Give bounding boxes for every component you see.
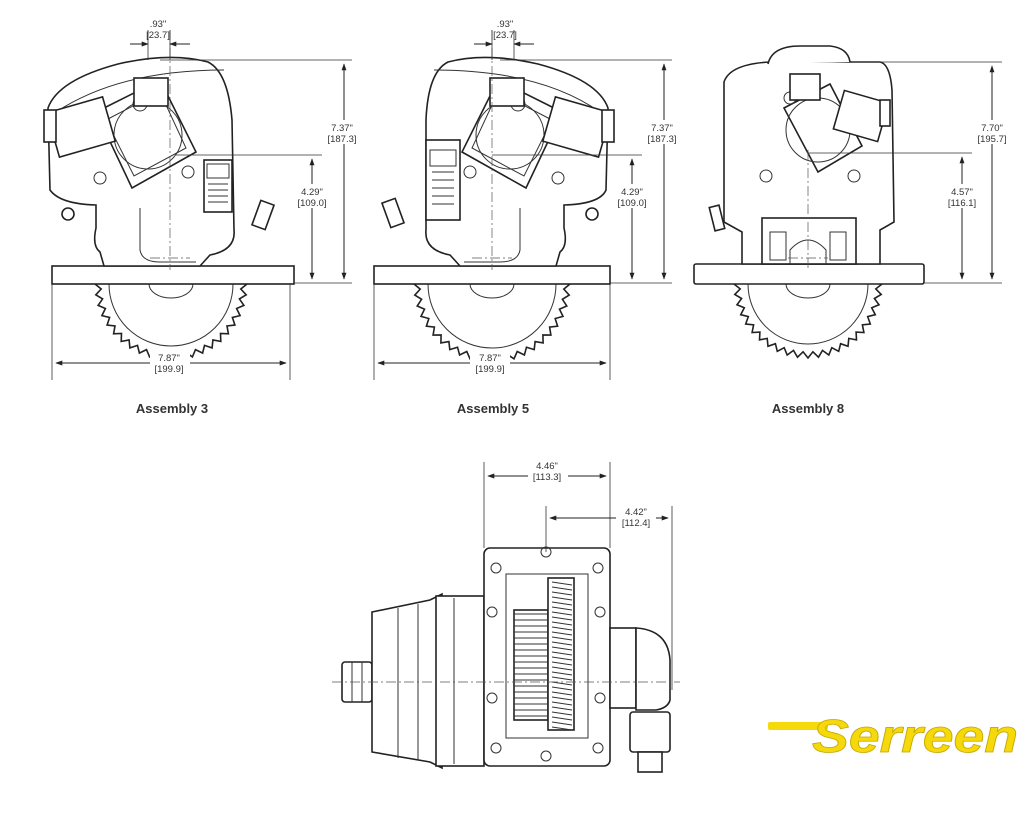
a5-total-height-mm: [187.3] (647, 134, 676, 145)
assembly-3-view: .93" [23.7] 7.37" [187.3] 4.29" [109.0] … (43, 19, 362, 416)
assembly-8-view: 7.70" [195.7] 4.57" [116.1] Assembly 8 (693, 45, 1012, 416)
a3-width-mm: [199.9] (154, 364, 183, 375)
side-view-dimensions: 4.46" [113.3] 4.42" [112.4] (483, 458, 673, 690)
side-width-a-mm: [113.3] (533, 472, 561, 483)
gear (733, 283, 883, 360)
a8-total-height-mm: [195.7] (977, 134, 1006, 145)
assembly-5-caption: Assembly 5 (457, 401, 529, 416)
a3-shaft-height-in: 4.29" (301, 187, 323, 198)
a3-shaft-height-mm: [109.0] (297, 198, 326, 209)
assembly-3-dimensions: .93" [23.7] 7.37" [187.3] 4.29" [109.0] … (51, 19, 362, 380)
assembly-8-dimensions: 7.70" [195.7] 4.57" [116.1] (808, 61, 1012, 284)
assembly-3-caption: Assembly 3 (136, 401, 208, 416)
side-view: 4.46" [113.3] 4.42" [112.4] (332, 458, 680, 773)
a3-width-in: 7.87" (158, 353, 180, 364)
a3-total-height-mm: [187.3] (327, 134, 356, 145)
a8-shaft-height-mm: [116.1] (948, 198, 976, 209)
a5-shaft-height-in: 4.29" (621, 187, 643, 198)
a5-top-offset-in: .93" (497, 19, 514, 30)
a5-width-in: 7.87" (479, 353, 501, 364)
gear-teeth (514, 581, 573, 731)
a8-shaft-height-in: 4.57" (951, 187, 973, 198)
gear (94, 283, 248, 362)
side-width-b-mm: [112.4] (622, 518, 650, 529)
assembly-5-dimensions: .93" [23.7] 7.37" [187.3] 4.29" [109.0] … (373, 19, 682, 380)
side-width-a-in: 4.46" (536, 461, 558, 472)
a5-width-mm: [199.9] (475, 364, 504, 375)
a5-total-height-in: 7.37" (651, 123, 673, 134)
side-view-drawing (332, 546, 680, 773)
assembly-8-drawing (693, 45, 925, 360)
side-width-b-in: 4.42" (625, 507, 647, 518)
a5-shaft-height-mm: [109.0] (617, 198, 646, 209)
a3-total-height-in: 7.37" (331, 123, 353, 134)
assembly-3-drawing (43, 30, 295, 362)
a3-top-offset-in: .93" (150, 19, 167, 30)
a5-top-offset-mm: [23.7] (493, 30, 517, 41)
logo-wordmark: Serreen (812, 710, 1018, 762)
logo-swoosh (768, 722, 828, 730)
assembly-5-drawing (373, 30, 615, 364)
a3-top-offset-mm: [23.7] (146, 30, 170, 41)
a8-total-height-in: 7.70" (981, 123, 1003, 134)
assembly-8-caption: Assembly 8 (772, 401, 844, 416)
assembly-5-view: .93" [23.7] 7.37" [187.3] 4.29" [109.0] … (373, 19, 682, 416)
serreen-logo: Serreen (768, 710, 1018, 762)
